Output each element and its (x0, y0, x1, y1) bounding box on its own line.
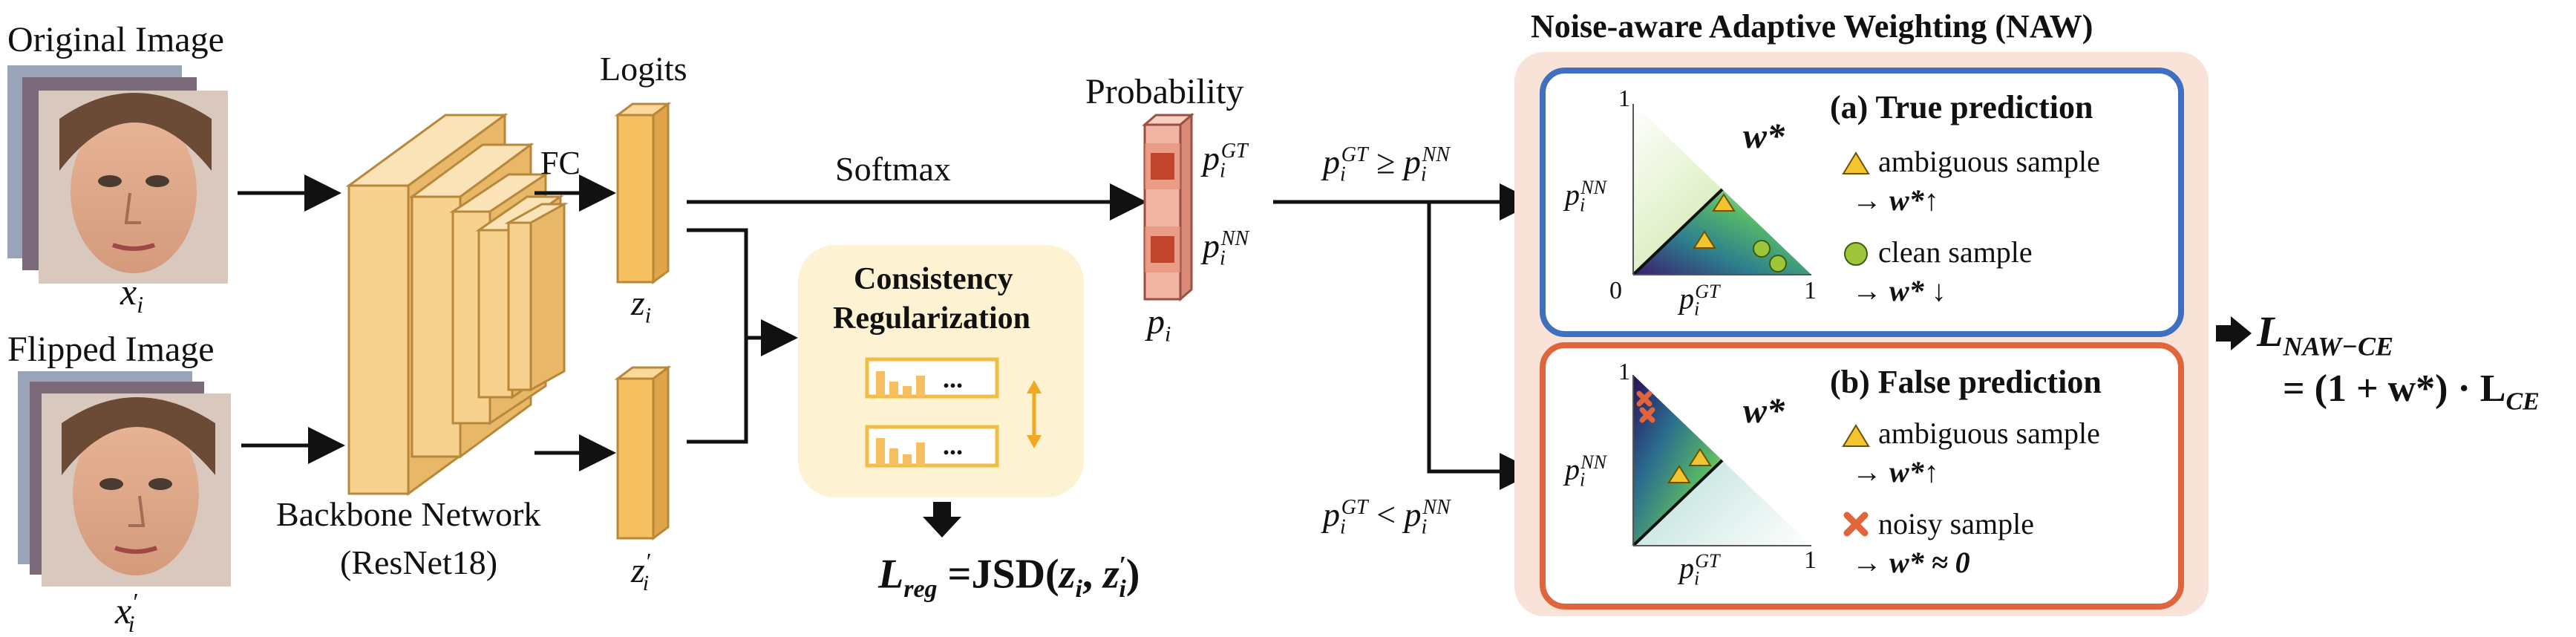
result-arrow-icon (2216, 316, 2252, 350)
down-arrow-icon (923, 502, 961, 538)
dots-top: ... (943, 364, 963, 393)
false-panel-title: (b) False prediction (1830, 364, 2102, 400)
true-item2-arrow: → w* ↓ (1852, 274, 1946, 307)
flipped-image-stack (18, 371, 231, 587)
original-hair (59, 93, 212, 171)
false-item1: ambiguous sample (1878, 416, 2100, 450)
false-item2: noisy sample (1878, 507, 2034, 540)
pgt-label: piGT (1203, 139, 1248, 183)
legend-ambiguous-icon (1842, 424, 1870, 447)
true-item1: ambiguous sample (1878, 145, 2100, 178)
legend-clean-icon (1844, 242, 1868, 266)
true-axis-x-label: piGT (1679, 281, 1720, 320)
consistency-title-1: Consistency (854, 262, 1013, 296)
false-axis-x-label: piGT (1679, 550, 1720, 589)
ambiguous-marker (1688, 448, 1712, 466)
clean-marker (1769, 255, 1787, 272)
true-item1-arrow: → w*↑ (1852, 183, 1939, 217)
original-image-label: Original Image (7, 20, 224, 59)
z-prime-label: z′i (631, 548, 650, 595)
connector-bottom-logit (687, 338, 748, 444)
p-label: pi (1147, 302, 1171, 347)
consistency-title-2: Regularization (833, 301, 1030, 336)
clean-marker (1753, 240, 1771, 258)
consistency-bars-bottom (865, 425, 999, 468)
double-arrow-icon (1027, 380, 1042, 448)
ambiguous-marker (1693, 230, 1716, 249)
false-item1-arrow: → w*↑ (1852, 455, 1939, 489)
condition-ge: piGT ≥ piNN (1323, 143, 1450, 186)
true-axis-x-max: 1 (1804, 277, 1817, 304)
true-w-star: w* (1743, 117, 1785, 156)
x-orig-label: xi (120, 271, 144, 318)
ambiguous-marker (1712, 193, 1736, 212)
true-item2: clean sample (1878, 235, 2033, 269)
logit-bar-top (614, 102, 672, 284)
x-flip-label: x′i (115, 589, 137, 637)
softmax-label: Softmax (835, 150, 951, 188)
true-axis-y-max: 1 (1618, 85, 1630, 111)
pnn-label: piNN (1203, 226, 1249, 270)
connector-top-logit (687, 228, 748, 338)
false-axis-y-max: 1 (1618, 358, 1630, 385)
false-prediction-plot (1632, 375, 1811, 547)
original-face (71, 110, 197, 273)
probability-bar (1141, 112, 1195, 302)
false-axis-x-max: 1 (1804, 546, 1817, 574)
consistency-bars-top (865, 357, 999, 399)
arrow-to-false-panel (1427, 202, 1537, 490)
legend-ambiguous-icon (1842, 151, 1870, 174)
backbone-sub: (ResNet18) (340, 543, 498, 581)
flipped-image-label: Flipped Image (7, 330, 215, 369)
legend-noisy-icon (1843, 512, 1869, 537)
ambiguous-marker (1667, 465, 1691, 483)
backbone-network (345, 113, 569, 496)
z-label: zi (631, 284, 652, 328)
loss-reg: Lreg =JSD(zi, z′i) (878, 551, 1140, 603)
naw-title: Noise-aware Adaptive Weighting (NAW) (1531, 8, 2093, 45)
false-item2-arrow: → w* ≈ 0 (1852, 546, 1970, 579)
probability-label: Probability (1085, 72, 1244, 111)
backbone-name: Backbone Network (276, 495, 541, 533)
original-image-stack (7, 65, 228, 284)
result-loss: LNAW−CE (2257, 307, 2393, 362)
condition-lt: piGT < piNN (1323, 495, 1451, 539)
false-axis-y-label: piNN (1565, 451, 1606, 491)
noisy-marker (1636, 391, 1655, 423)
logit-bar-bottom (614, 365, 672, 540)
true-panel-title: (a) True prediction (1830, 89, 2093, 125)
true-axis-y-label: piNN (1565, 177, 1606, 216)
backbone-layer-5 (504, 202, 569, 392)
result-equation: = (1 + w*) · LCE (2283, 368, 2540, 416)
logits-label: Logits (600, 50, 687, 88)
false-w-star: w* (1743, 391, 1785, 431)
flipped-hair (62, 397, 215, 475)
true-prediction-plot (1632, 104, 1811, 276)
prob-gt-cell (1151, 153, 1174, 180)
flipped-face (73, 412, 199, 575)
dots-bottom: ... (943, 431, 963, 460)
fc-label: FC (540, 145, 581, 181)
prob-nn-cell (1151, 236, 1174, 263)
true-axis-origin: 0 (1609, 277, 1622, 304)
